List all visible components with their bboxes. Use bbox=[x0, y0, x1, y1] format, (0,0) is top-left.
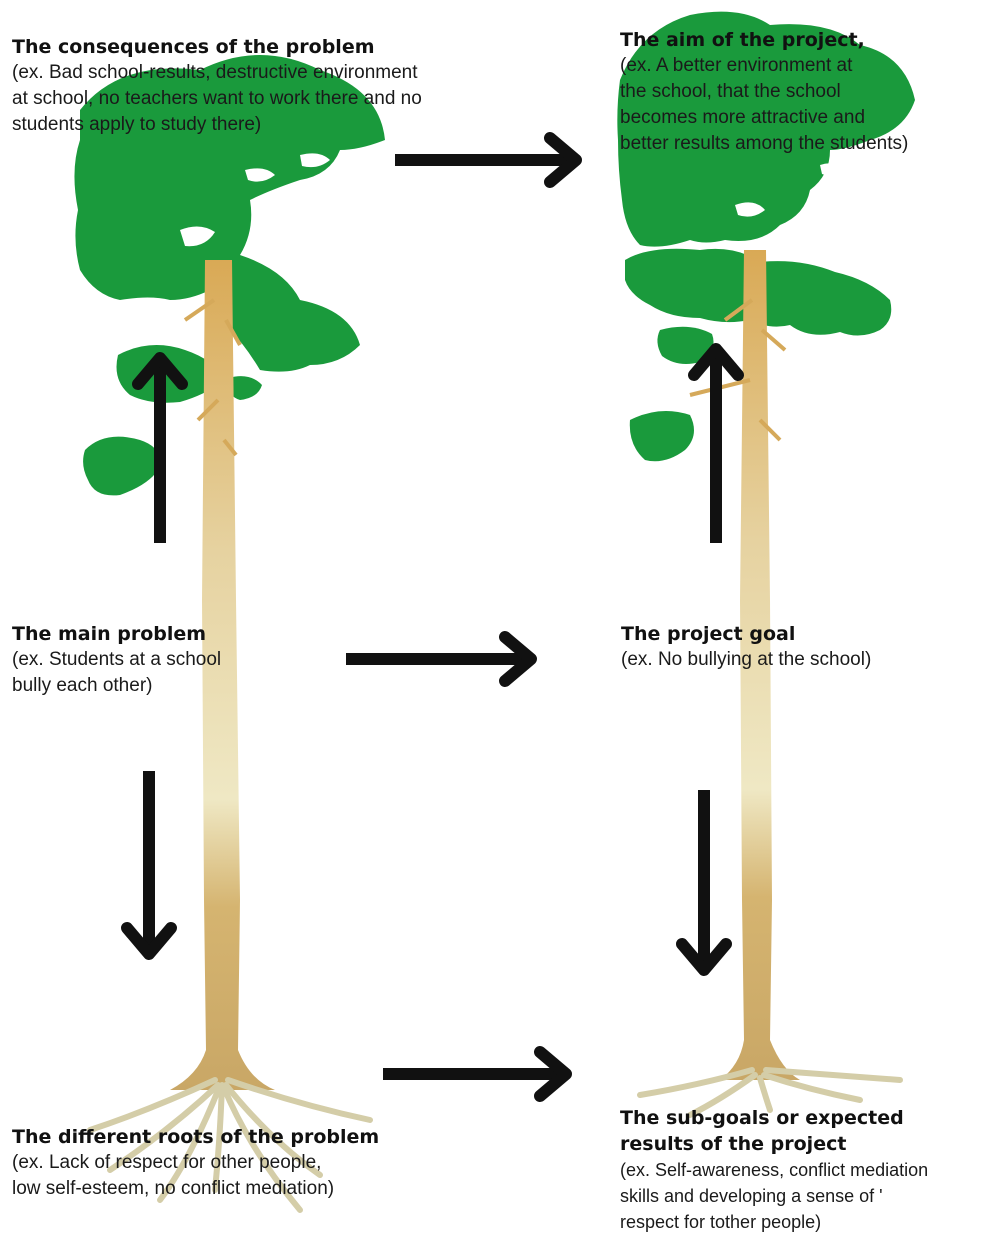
aim-description: (ex. A better environment at the school,… bbox=[620, 53, 908, 157]
arrow-goal-up bbox=[694, 349, 738, 543]
arrow-main-problem-down bbox=[127, 771, 171, 954]
arrow-main-problem-to-goal bbox=[346, 637, 531, 681]
aim-block: The aim of the project, (ex. A better en… bbox=[620, 27, 908, 157]
main-problem-heading: The main problem bbox=[12, 621, 221, 647]
subgoals-heading: The sub-goals or expected results of the… bbox=[620, 1105, 928, 1157]
goal-description: (ex. No bullying at the school) bbox=[621, 647, 871, 673]
main-problem-block: The main problem (ex. Students at a scho… bbox=[12, 621, 221, 699]
goal-block: The project goal (ex. No bullying at the… bbox=[621, 621, 871, 673]
arrow-consequences-to-aim bbox=[395, 138, 576, 182]
arrow-roots-to-subgoals bbox=[383, 1052, 566, 1096]
subgoals-description: (ex. Self-awareness, conflict mediation … bbox=[620, 1157, 928, 1235]
arrow-goal-down bbox=[682, 790, 726, 970]
main-problem-description: (ex. Students at a school bully each oth… bbox=[12, 647, 221, 699]
consequences-heading: The consequences of the problem bbox=[12, 34, 422, 60]
goal-heading: The project goal bbox=[621, 621, 871, 647]
aim-heading: The aim of the project, bbox=[620, 27, 908, 53]
roots-description: (ex. Lack of respect for other people, l… bbox=[12, 1150, 379, 1202]
right-tree bbox=[617, 12, 915, 1115]
consequences-description: (ex. Bad school-results, destructive env… bbox=[12, 60, 422, 138]
roots-heading: The different roots of the problem bbox=[12, 1124, 379, 1150]
subgoals-block: The sub-goals or expected results of the… bbox=[620, 1105, 928, 1235]
roots-block: The different roots of the problem (ex. … bbox=[12, 1124, 379, 1202]
consequences-block: The consequences of the problem (ex. Bad… bbox=[12, 34, 422, 138]
